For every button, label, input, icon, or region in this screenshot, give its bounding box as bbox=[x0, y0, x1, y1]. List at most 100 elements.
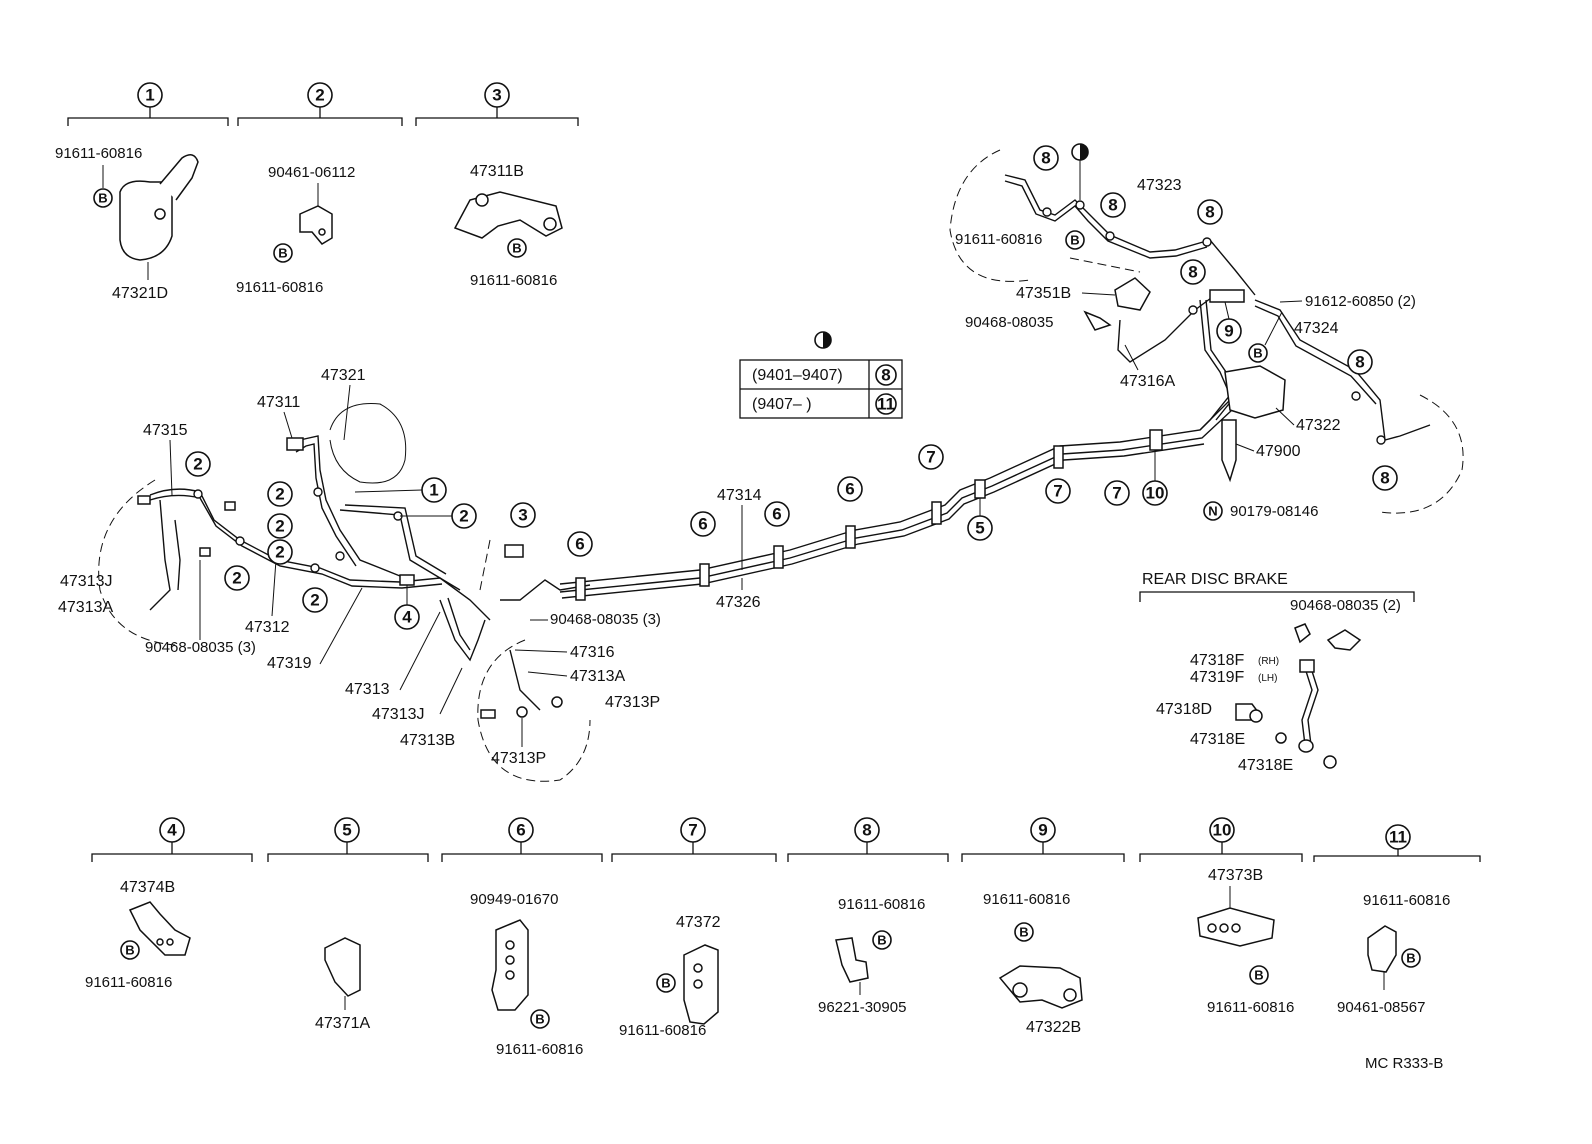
callout-2: 2 bbox=[315, 86, 324, 105]
b-mark-icon bbox=[120, 940, 140, 960]
label-47313p-upper: 47313P bbox=[605, 694, 660, 711]
label-91611-rear: 91611-60816 bbox=[955, 231, 1042, 248]
clamp-5 bbox=[974, 479, 986, 499]
detail-group-8: 8 91611-60816 B 96221-30905 bbox=[787, 817, 949, 1016]
detail-group-7: 7 47372 B 91611-60816 bbox=[611, 817, 777, 1039]
group-6-bolt-label: 91611-60816 bbox=[496, 1041, 583, 1058]
clamp-3 bbox=[504, 544, 524, 558]
washer-icon bbox=[1323, 755, 1337, 769]
label-47323: 47323 bbox=[1137, 177, 1182, 194]
svg-text:B: B bbox=[661, 976, 670, 991]
label-90468-left: 90468-08035 (3) bbox=[145, 639, 256, 656]
label-47321: 47321 bbox=[321, 367, 366, 384]
svg-text:9: 9 bbox=[1038, 821, 1047, 840]
svg-text:6: 6 bbox=[772, 505, 781, 524]
group-3-bolt-label: 91611-60816 bbox=[470, 272, 557, 289]
svg-text:2: 2 bbox=[275, 517, 284, 536]
detail-group-3: 3 47311B B 91611-60816 bbox=[415, 82, 579, 289]
clip-icon bbox=[1294, 623, 1311, 644]
detail-group-6: 6 90949-01670 B 91611-60816 bbox=[441, 817, 603, 1058]
label-47318e-a: 47318E bbox=[1190, 731, 1245, 748]
b-mark-icon bbox=[273, 243, 293, 263]
group-9-part-label: 47322B bbox=[1026, 1019, 1081, 1036]
svg-text:6: 6 bbox=[698, 515, 707, 534]
b-mark-icon bbox=[1401, 948, 1421, 968]
washer-icon bbox=[1275, 732, 1287, 744]
pipe-47319 bbox=[289, 435, 401, 577]
label-47319: 47319 bbox=[267, 655, 312, 672]
svg-text:11: 11 bbox=[1389, 828, 1407, 847]
b-mark-icon bbox=[1065, 230, 1085, 250]
label-47316: 47316 bbox=[570, 644, 615, 661]
label-47326: 47326 bbox=[716, 594, 761, 611]
hose-47313j-left bbox=[149, 499, 171, 611]
svg-text:5: 5 bbox=[975, 519, 984, 538]
clamp-10 bbox=[1149, 429, 1163, 451]
b-mark-icon bbox=[1014, 922, 1034, 942]
label-47311: 47311 bbox=[257, 394, 300, 411]
label-47319f: 47319F bbox=[1190, 669, 1244, 686]
label-47313b: 47313B bbox=[400, 732, 455, 749]
hose-47313j-right bbox=[439, 599, 486, 662]
svg-text:8: 8 bbox=[1041, 149, 1050, 168]
clamp-47321d-icon bbox=[119, 180, 173, 261]
group-4-bolt-label: 91611-60816 bbox=[85, 974, 172, 991]
svg-text:6: 6 bbox=[516, 821, 525, 840]
label-47351b: 47351B bbox=[1016, 285, 1071, 302]
diagram-code: MC R333-B bbox=[1365, 1055, 1443, 1072]
main-tube-47326 bbox=[559, 394, 1253, 593]
label-47313: 47313 bbox=[345, 681, 390, 698]
b-mark-icon bbox=[507, 238, 527, 258]
group-7-part-label: 47372 bbox=[676, 914, 721, 931]
svg-text:B: B bbox=[1254, 968, 1263, 983]
group-8-bolt-label: 91611-60816 bbox=[838, 896, 925, 913]
svg-text:B: B bbox=[877, 933, 886, 948]
group-10-bolt-label: 91611-60816 bbox=[1207, 999, 1294, 1016]
detail-group-11: 11 91611-60816 B 90461-08567 bbox=[1313, 824, 1481, 1016]
b-mark-icon bbox=[1249, 965, 1269, 985]
svg-text:2: 2 bbox=[459, 507, 468, 526]
group-11-part-label: 90461-08567 bbox=[1337, 999, 1425, 1016]
label-47313j-left: 47313J bbox=[60, 573, 113, 590]
master-cylinder-outline bbox=[329, 403, 407, 484]
rear-disc-brake-detail: REAR DISC BRAKE 90468-08035 (2) 47318F (… bbox=[1139, 571, 1415, 774]
hose-47316a bbox=[1117, 294, 1216, 363]
clamp-6-d bbox=[845, 525, 856, 549]
label-90468-mid: 90468-08035 (3) bbox=[550, 611, 661, 628]
label-47313a: 47313A bbox=[570, 668, 625, 685]
clamp-47371a-icon bbox=[324, 937, 361, 997]
pipe-47323 bbox=[1004, 174, 1256, 296]
svg-text:B: B bbox=[512, 241, 521, 256]
svg-text:2: 2 bbox=[310, 591, 319, 610]
b-mark-icon bbox=[656, 973, 676, 993]
group-3-part-label: 47311B bbox=[470, 163, 524, 180]
label-47313p-lower: 47313P bbox=[491, 750, 546, 767]
svg-text:B: B bbox=[278, 246, 287, 261]
clamp-47311 bbox=[286, 437, 304, 451]
date-row-2-ref: 11 bbox=[877, 395, 895, 414]
group-1-bracket bbox=[67, 107, 229, 126]
clamp-90461-08567-icon bbox=[1367, 925, 1397, 973]
b-mark-icon bbox=[530, 1009, 550, 1029]
svg-text:B: B bbox=[1019, 925, 1028, 940]
clamp-6-b bbox=[699, 563, 710, 587]
label-47318e-b: 47318E bbox=[1238, 757, 1293, 774]
svg-text:B: B bbox=[535, 1012, 544, 1027]
group-5-part-label: 47371A bbox=[315, 1015, 370, 1032]
front-labels: 47315 47311 47321 47313J 47313A 90468-08… bbox=[58, 367, 1168, 767]
svg-text:7: 7 bbox=[1053, 482, 1062, 501]
svg-text:10: 10 bbox=[1146, 484, 1165, 503]
svg-text:2: 2 bbox=[193, 455, 202, 474]
svg-text:8: 8 bbox=[1355, 353, 1364, 372]
group-2-clamp-label: 90461-06112 bbox=[268, 164, 355, 181]
clamp-7-a bbox=[931, 501, 942, 525]
callout-1: 1 bbox=[145, 86, 154, 105]
detail-group-5: 5 47371A bbox=[267, 817, 429, 1032]
group-10-part-label: 47373B bbox=[1208, 867, 1263, 884]
clamp-47311b-icon bbox=[453, 191, 563, 239]
label-47324: 47324 bbox=[1294, 320, 1339, 337]
svg-text:B: B bbox=[98, 191, 107, 206]
svg-text:8: 8 bbox=[862, 821, 871, 840]
production-date-table: (9401–9407) 8 (9407– ) 11 bbox=[739, 331, 903, 419]
